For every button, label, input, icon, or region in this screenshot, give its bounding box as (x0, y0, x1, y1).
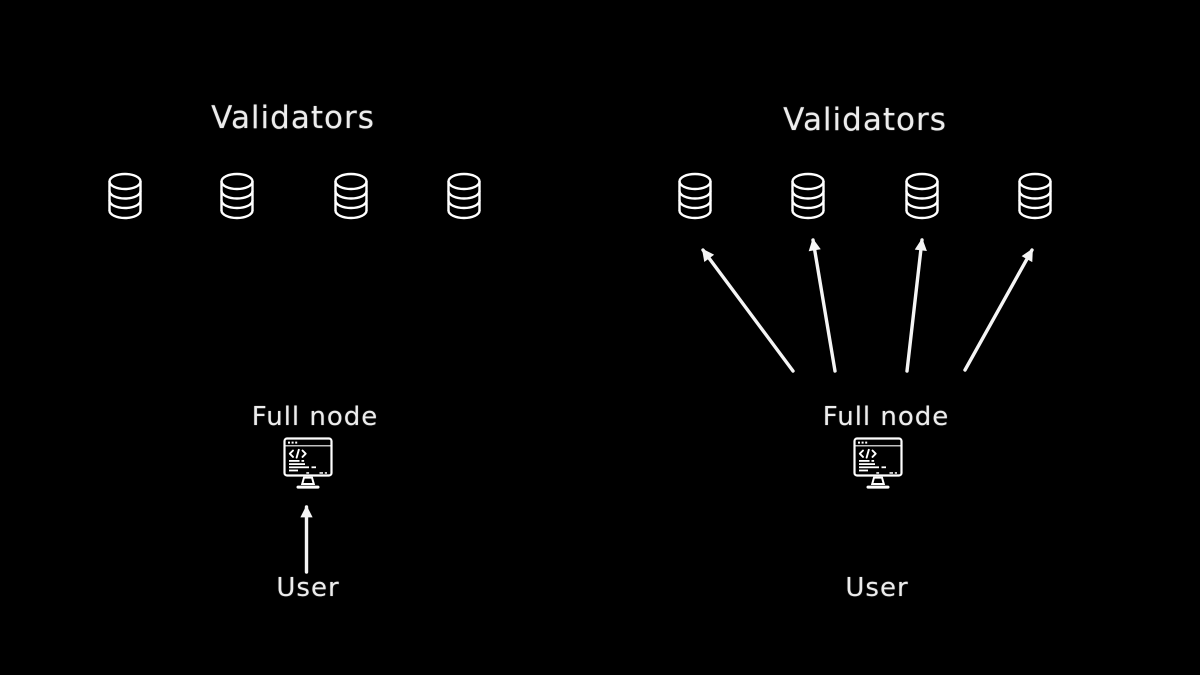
code-monitor-icon (853, 437, 903, 491)
user-label-right: User (845, 573, 909, 603)
database-icon (106, 172, 144, 220)
full-node-label-left: Full node (251, 402, 379, 432)
database-icon (218, 172, 256, 220)
validators-title-left: Validators (211, 100, 375, 136)
user-label-left: User (276, 573, 340, 603)
arrow-full-node-to-validator-2 (808, 238, 837, 373)
database-icon (903, 172, 941, 220)
database-icon (332, 172, 370, 220)
code-monitor-icon (283, 437, 333, 491)
database-icon (445, 172, 483, 220)
database-icon (1016, 172, 1054, 220)
validators-title-right: Validators (783, 102, 947, 138)
database-icon (676, 172, 714, 220)
arrow-full-node-to-validator-4 (963, 248, 1034, 372)
full-node-label-right: Full node (822, 402, 950, 432)
arrow-full-node-to-validator-1 (701, 248, 795, 373)
arrow-full-node-to-validator-3 (905, 238, 927, 373)
database-icon (789, 172, 827, 220)
